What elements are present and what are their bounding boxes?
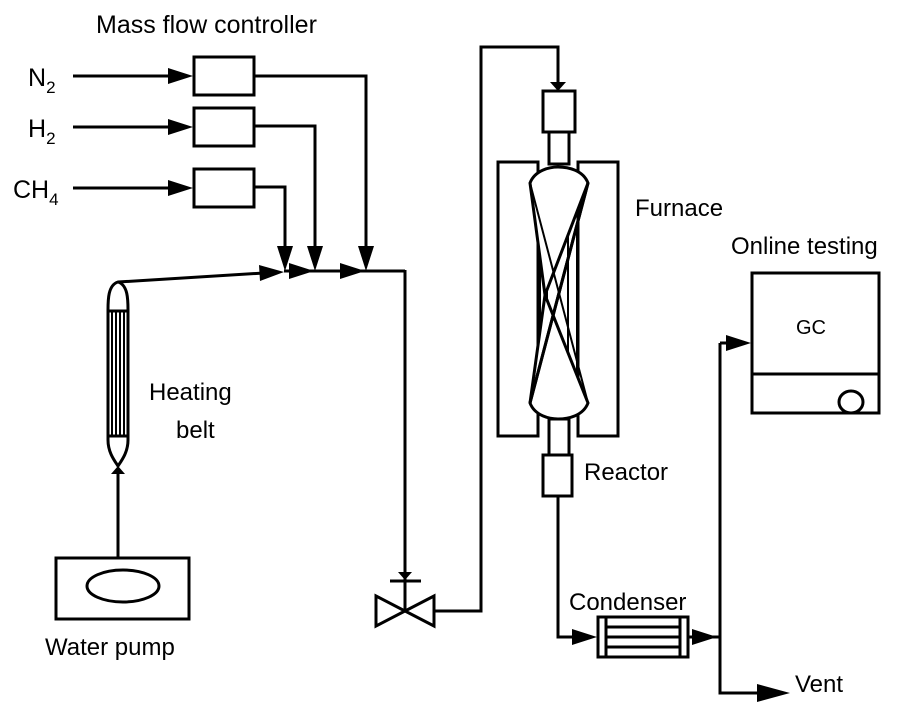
condenser-inlet-arrow-icon	[572, 629, 597, 645]
pump-impeller-icon	[85, 568, 161, 604]
valve-stem-arrow-icon	[398, 572, 412, 580]
steam-line	[117, 271, 265, 284]
valve-left-triangle[interactable]	[374, 593, 409, 629]
svg-text:H2: H2	[28, 115, 56, 148]
mfc-h2	[192, 106, 256, 148]
mix-arrow-1-icon	[289, 263, 314, 279]
furnace-left-wall	[496, 160, 540, 438]
n2-down-arrow-icon	[358, 246, 374, 271]
gc-inlet-arrow-icon	[726, 335, 751, 351]
reactor-top-fitting	[541, 89, 577, 134]
vent-label: Vent	[795, 671, 843, 698]
furnace-label: Furnace	[635, 195, 723, 222]
heating-belt-label-line1: Heating	[149, 379, 232, 406]
gc-instrument	[750, 271, 881, 415]
n2-arrow-icon	[168, 68, 193, 84]
n2-outlet-line	[254, 74, 368, 250]
water-pump-label: Water pump	[45, 634, 175, 661]
valve-right-triangle[interactable]	[401, 593, 436, 629]
reactor-outlet-line	[556, 496, 578, 639]
reactor-label: Reactor	[584, 459, 668, 486]
h2-arrow-icon	[168, 119, 193, 135]
h2-outlet-line	[254, 124, 317, 250]
gas-label-h2: H2	[28, 115, 56, 148]
reactor-feed-line	[435, 45, 560, 613]
reactor-bottom-fitting	[541, 453, 574, 498]
condenser-label: Condenser	[569, 589, 686, 616]
mass-flow-controller-label: Mass flow controller	[96, 11, 317, 39]
gas-label-ch4: CH4	[13, 176, 59, 209]
ch4-outlet-line	[254, 185, 287, 250]
svg-text:N2: N2	[28, 64, 56, 97]
water-arrow-icon	[111, 466, 125, 474]
vent-arrow-icon	[757, 684, 790, 702]
gc-label: GC	[796, 317, 826, 339]
gc-knob-icon	[837, 389, 865, 415]
h2-down-arrow-icon	[307, 246, 323, 271]
reactor-top-tube	[547, 130, 571, 166]
heating-belt-label-line2: belt	[176, 417, 215, 444]
gas-label-n2: N2	[28, 64, 56, 97]
mfc-ch4	[192, 167, 256, 209]
mfc-n2	[192, 55, 256, 97]
svg-text:CH4: CH4	[13, 176, 59, 209]
ch4-arrow-icon	[168, 180, 193, 196]
reactor-inlet-arrow-icon	[550, 82, 566, 91]
online-testing-label: Online testing	[731, 233, 878, 260]
ch4-down-arrow-icon	[277, 246, 293, 271]
steam-arrow-icon	[259, 265, 284, 281]
product-line	[718, 343, 762, 695]
reactor-bottom-tube	[547, 417, 571, 457]
condenser	[596, 615, 690, 659]
mix-arrow-2-icon	[340, 263, 365, 279]
heating-belt	[106, 280, 130, 469]
